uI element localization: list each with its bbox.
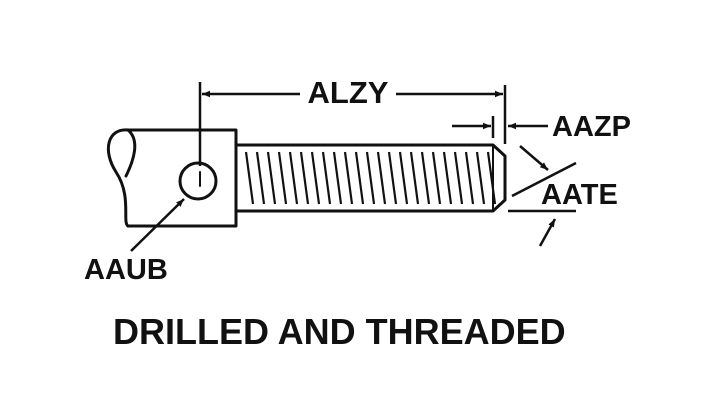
- thread-line: [321, 151, 332, 205]
- thread-line: [387, 151, 398, 205]
- shaft-body: [126, 128, 238, 228]
- thread-line: [464, 151, 475, 205]
- thread-line: [277, 151, 288, 205]
- thread-line: [376, 151, 387, 205]
- thread-section: [234, 143, 507, 213]
- thread-line: [442, 151, 453, 205]
- drilled-hole: [178, 161, 218, 201]
- thread-line: [354, 151, 365, 205]
- chamfer-length-label: AAZP: [552, 111, 631, 143]
- length-label: ALZY: [308, 75, 389, 110]
- break-line-back: [124, 128, 137, 178]
- thread-lines: [244, 151, 497, 205]
- thread-line: [244, 151, 255, 205]
- thread-line: [431, 151, 442, 205]
- thread-line: [365, 151, 376, 205]
- chamfer-angle-leader-top: [519, 145, 549, 171]
- chamfer-angle-leader-bottom: [538, 218, 557, 247]
- hole-leader: [130, 198, 185, 252]
- chamfer-angle-label: AATE: [541, 179, 618, 211]
- thread-line: [453, 151, 464, 205]
- hole-label: AAUB: [84, 254, 168, 286]
- thread-line: [288, 151, 299, 205]
- thread-line: [266, 151, 277, 205]
- caption: DRILLED AND THREADED: [113, 311, 566, 352]
- thread-line: [420, 151, 431, 205]
- thread-line: [398, 151, 409, 205]
- thread-line: [255, 151, 266, 205]
- chamfer-angle-line: [511, 161, 577, 198]
- thread-line: [310, 151, 321, 205]
- thread-line: [332, 151, 343, 205]
- thread-line: [475, 151, 486, 205]
- thread-line: [343, 151, 354, 205]
- thread-line: [299, 151, 310, 205]
- break-line: [106, 128, 130, 228]
- thread-line: [409, 151, 420, 205]
- thread-line: [486, 151, 497, 205]
